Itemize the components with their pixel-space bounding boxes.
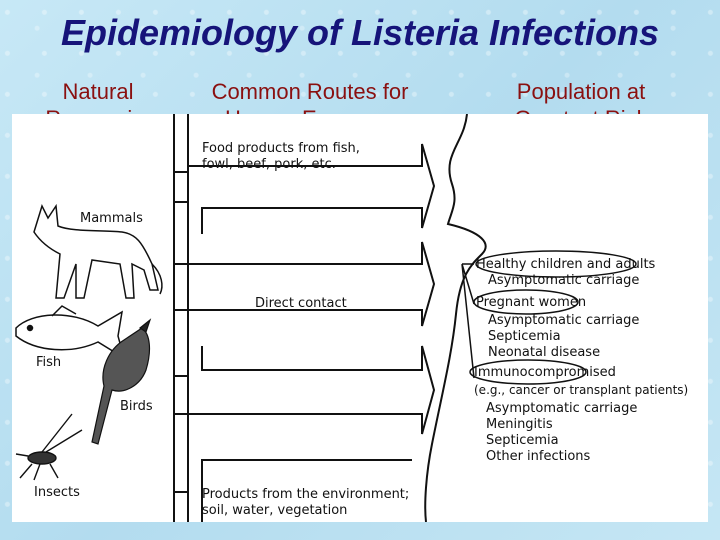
label-mammals: Mammals xyxy=(80,211,143,226)
label-insects: Insects xyxy=(34,485,80,500)
epidemiology-diagram: Mammals Fish Birds Insects Food products… xyxy=(15,114,688,522)
slide-title: Epidemiology of Listeria Infections xyxy=(60,12,660,53)
direct-contact-arrow xyxy=(174,241,436,327)
label-env-1: Products from the environment; xyxy=(202,487,409,502)
label-pregnant-3: Neonatal disease xyxy=(488,345,600,360)
label-food-2: fowl, beef, pork, etc. xyxy=(202,157,336,172)
label-immuno-1: Asymptomatic carriage xyxy=(486,401,637,416)
pregnant-circle xyxy=(473,289,579,315)
healthy-circle xyxy=(475,250,637,278)
label-immuno: Immunocompromised xyxy=(474,365,616,380)
bird-drawing xyxy=(91,318,152,445)
label-pregnant-1: Asymptomatic carriage xyxy=(488,313,639,328)
label-pregnant: Pregnant women xyxy=(476,295,586,310)
bottom-channel xyxy=(174,459,412,522)
label-fish: Fish xyxy=(36,355,61,370)
mammal-drawing xyxy=(33,203,163,299)
human-silhouette xyxy=(424,114,487,522)
label-immuno-note: (e.g., cancer or transplant patients) xyxy=(474,383,688,397)
label-healthy: Healthy children and adults xyxy=(476,257,656,272)
population-bracket xyxy=(461,263,475,379)
label-immuno-4: Other infections xyxy=(486,449,591,464)
environment-route-arrow xyxy=(174,345,436,435)
insect-drawing xyxy=(15,413,83,481)
label-birds: Birds xyxy=(120,399,153,414)
immuno-circle xyxy=(469,359,587,385)
label-immuno-2: Meningitis xyxy=(486,417,553,432)
label-pregnant-2: Septicemia xyxy=(488,329,561,344)
label-healthy-1: Asymptomatic carriage xyxy=(488,273,639,288)
label-direct-contact: Direct contact xyxy=(255,296,347,311)
food-route-arrow xyxy=(174,143,436,234)
label-env-2: soil, water, vegetation xyxy=(202,503,347,518)
diagram-panel: Mammals Fish Birds Insects Food products… xyxy=(12,114,708,522)
label-immuno-3: Septicemia xyxy=(486,433,559,448)
fish-drawing xyxy=(15,305,126,360)
label-food-1: Food products from fish, xyxy=(202,141,360,156)
